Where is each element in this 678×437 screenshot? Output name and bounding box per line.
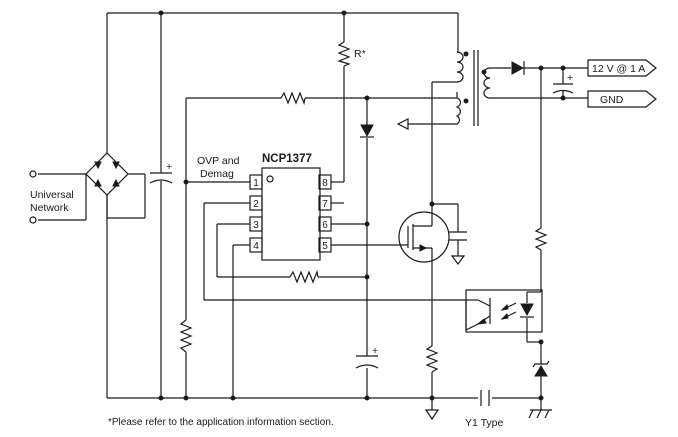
resistor-aux [280, 91, 306, 106]
pin-4-label: 4 [253, 241, 259, 252]
pin-2-label: 2 [253, 199, 259, 210]
output-terminal-vout [587, 59, 657, 77]
output-voltage-label: 12 V @ 1 A [592, 63, 645, 75]
aux-diode [360, 124, 374, 138]
output-capacitor [552, 83, 574, 94]
output-gnd-label: GND [600, 94, 624, 106]
ic-name-label: NCP1377 [262, 153, 312, 165]
drain-capacitor [449, 231, 467, 265]
zener-diode [532, 360, 550, 377]
feedback-arrow-icon [396, 118, 409, 130]
output-cap-plus: + [567, 72, 573, 84]
resistor-r-star [337, 41, 351, 67]
pin-3-label: 3 [253, 220, 259, 231]
resistor-left [179, 319, 193, 353]
pin-7-label: 7 [322, 199, 328, 210]
ovp-label: OVP and [197, 155, 240, 167]
footnote: *Please refer to the application informa… [108, 417, 334, 428]
input-label-line1: Universal [30, 189, 74, 201]
y1-capacitor [480, 390, 490, 406]
demag-label: Demag [200, 168, 234, 180]
resistor-source [425, 345, 439, 373]
pin-5-label: 5 [322, 241, 328, 252]
optocoupler [465, 289, 543, 333]
y1-label: Y1 Type [465, 417, 503, 429]
pin-1-label: 1 [253, 178, 259, 189]
transformer [455, 50, 491, 126]
resistor-cs [289, 269, 319, 284]
primary-ground-icon [424, 409, 440, 421]
resistor-r-star-label: R* [354, 48, 366, 60]
pin-8-label: 8 [322, 178, 328, 189]
bridge-rectifier [29, 152, 129, 224]
input-label-line2: Network [30, 202, 69, 214]
mosfet [398, 211, 450, 263]
output-diode [511, 61, 525, 75]
vcc-cap-plus: + [372, 345, 378, 357]
bulk-capacitor [149, 172, 173, 184]
ic-ncp1377 [249, 167, 332, 261]
vcc-capacitor [355, 355, 379, 369]
secondary-ground-icon [528, 409, 552, 419]
wires [106, 12, 588, 410]
output-terminal-gnd [587, 90, 657, 108]
resistor-led [534, 227, 548, 251]
junction-dots [158, 10, 566, 401]
bulk-cap-plus: + [166, 161, 172, 173]
pin-6-label: 6 [322, 220, 328, 231]
